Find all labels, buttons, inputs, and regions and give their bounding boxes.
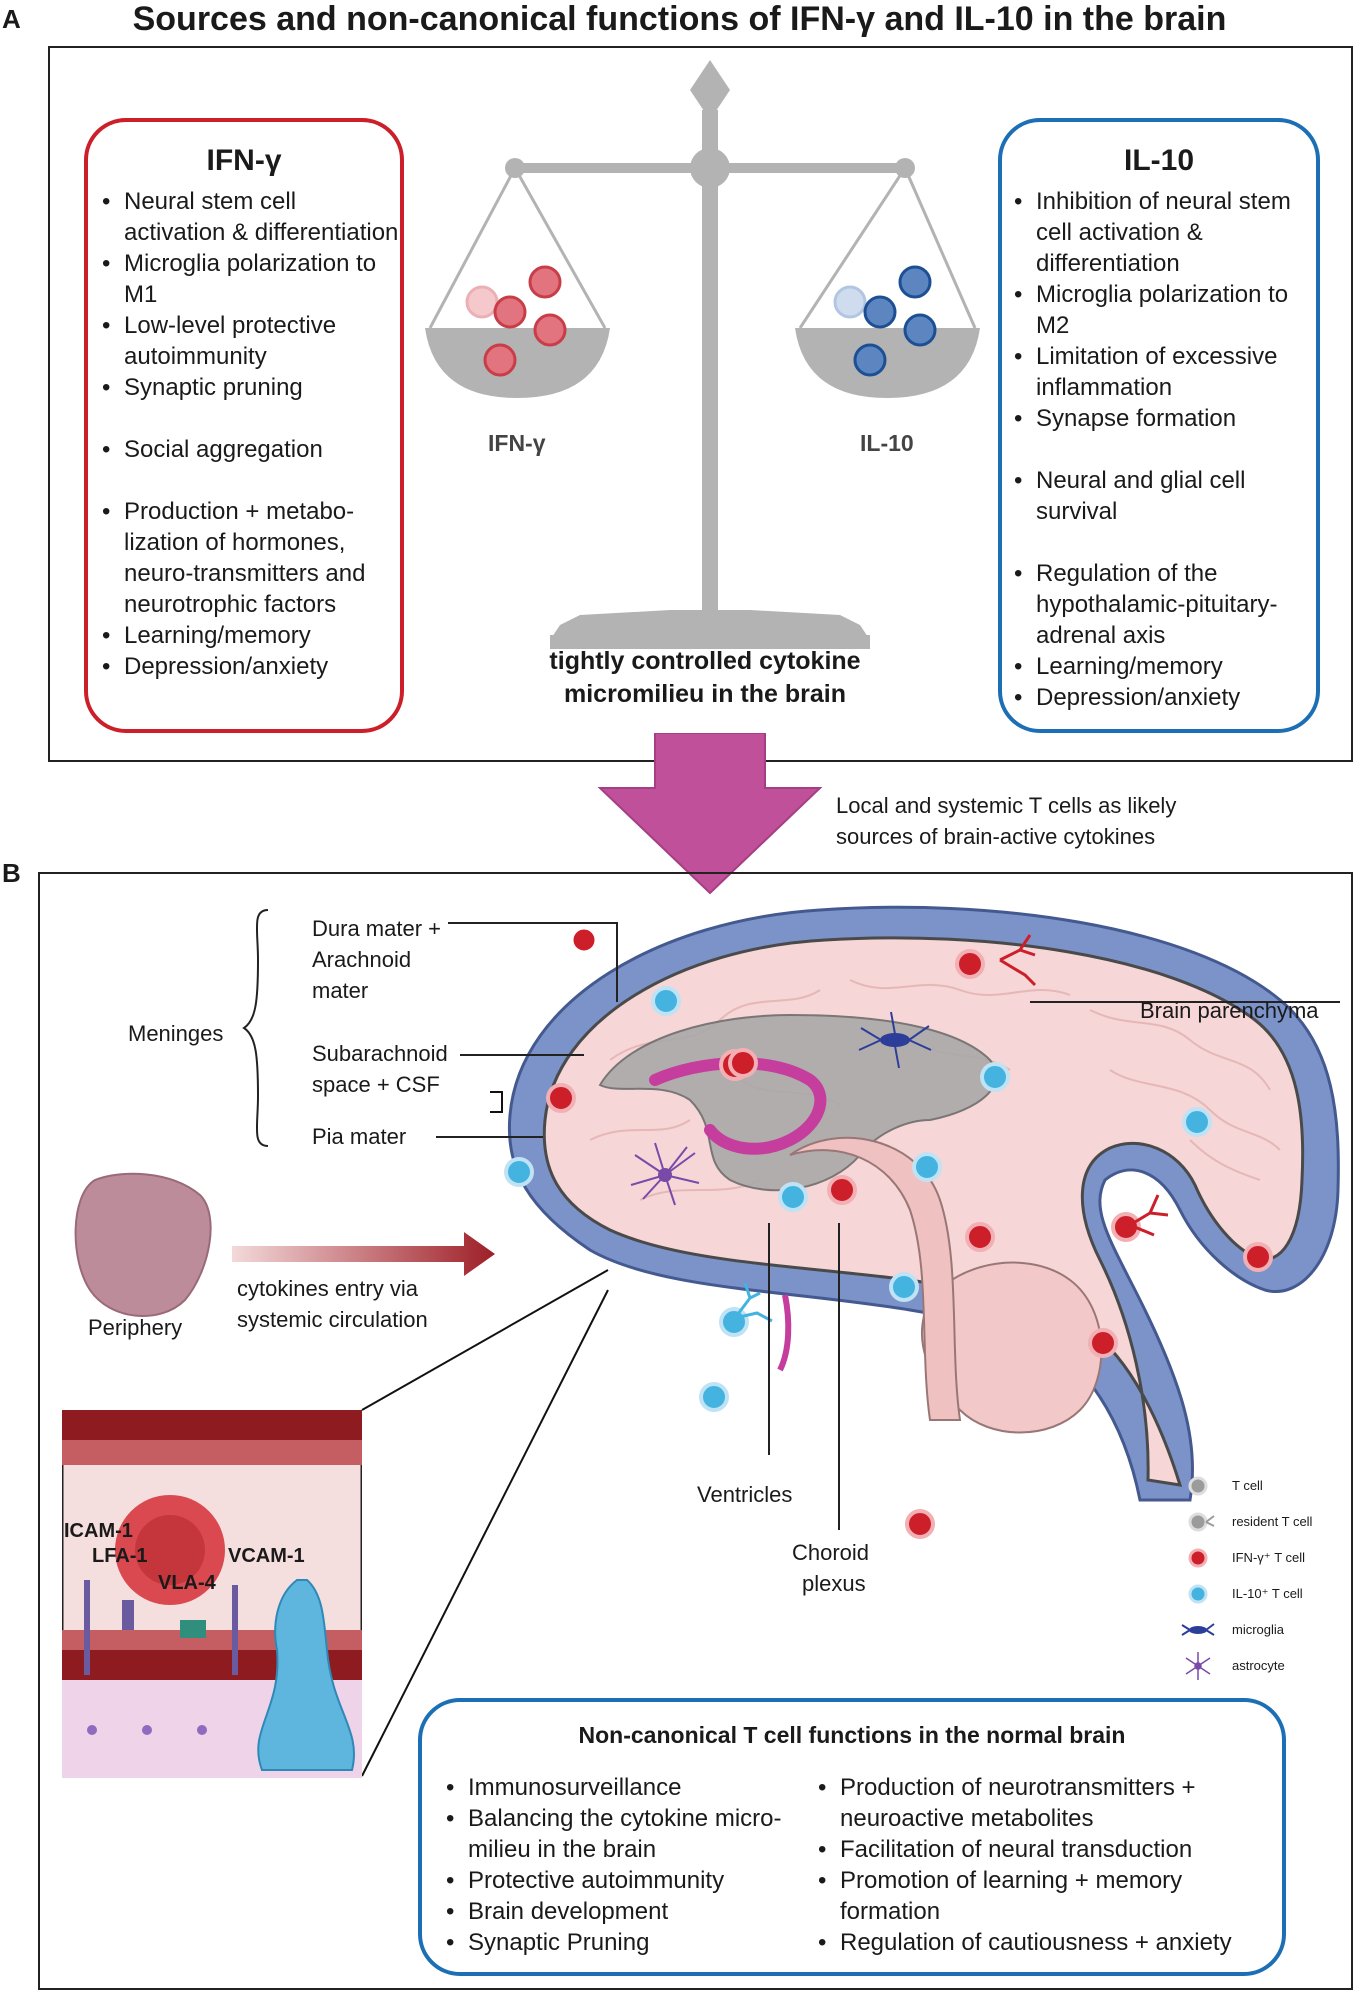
ifn-gamma-t-cells-icon (719, 1049, 751, 1081)
figure-title: Sources and non-canonical functions of I… (132, 0, 1227, 38)
list-item: Balancing the cytokine micro-milieu in t… (442, 1803, 792, 1865)
astrocyte-endfeet-icon (87, 1725, 207, 1735)
downward-arrow-icon (597, 733, 823, 895)
ifn-gamma-list: Neural stem cell activation & differenti… (88, 186, 400, 682)
meninges-label: Meninges (128, 1021, 224, 1046)
parenchyma-label: Brain parenchyma (1140, 998, 1319, 1023)
dura-label: Dura mater + (312, 916, 441, 941)
vla-label: VLA-4 (158, 1572, 216, 1594)
legend-astrocyte: astrocyte (1232, 1658, 1285, 1673)
scale-left-label: IFN-γ (488, 430, 546, 456)
resident-t-cell-icon (1188, 1512, 1208, 1532)
t-cell-functions-box: Non-canonical T cell functions in the no… (418, 1698, 1286, 1976)
list-item: Neural and glial cell survival (1006, 465, 1316, 527)
t-cell-icon (1188, 1476, 1208, 1496)
entry-label-1: cytokines entry via (237, 1276, 418, 1301)
blood-vessel-inset (62, 1410, 362, 1778)
zoom-box (490, 1091, 503, 1113)
list-item: Promotion of learning + memory formation (814, 1865, 1254, 1927)
legend-resident-t-cell: resident T cell (1232, 1514, 1313, 1529)
legend-icons (1181, 1476, 1215, 1680)
panel-b-letter: B (2, 858, 21, 888)
arrow-caption: Local and systemic T cells as likely sou… (836, 790, 1176, 852)
scale-caption: tightly controlled cytokine micromilieu … (470, 645, 940, 711)
functions-title: Non-canonical T cell functions in the no… (578, 1722, 1126, 1748)
list-item: Low-level protective autoimmunity (94, 310, 400, 372)
arachnoid-label-1: Arachnoid (312, 947, 412, 972)
il10-heading: IL-10 (1123, 144, 1195, 177)
right-scale-pan (795, 328, 980, 398)
list-item: Learning/memory (94, 620, 400, 651)
list-item: Brain development (442, 1896, 792, 1927)
scale-pivot-icon (690, 148, 730, 188)
arrow-caption-line1: Local and systemic T cells as likely (836, 793, 1177, 818)
il10-list: Inhibition of neural stem cell activatio… (1002, 186, 1316, 713)
subarachnoid-label-2: space + CSF (312, 1072, 440, 1097)
ifn-gamma-heading: IFN-γ (206, 144, 282, 177)
choroid-label-2: plexus (802, 1571, 866, 1596)
il10-t-cell-icon (1188, 1584, 1208, 1604)
ventricles-label: Ventricles (697, 1482, 793, 1507)
il10-box: IL-10 Inhibition of neural stem cell act… (998, 118, 1320, 733)
legend-microglia: microglia (1232, 1622, 1285, 1637)
panel-b-frame (38, 872, 1353, 1990)
arrow-caption-line2: sources of brain-active cytokines (836, 824, 1156, 849)
ifn-t-cells (570, 926, 598, 954)
list-item: Synapse formation (1006, 403, 1316, 434)
scale-base (550, 610, 870, 640)
list-item: Limitation of excessive inflammation (1006, 341, 1316, 403)
list-item: Immunosurveillance (442, 1772, 792, 1803)
legend-t-cell: T cell (1232, 1478, 1263, 1493)
list-item: Protective autoimmunity (442, 1865, 792, 1896)
icam-label: ICAM-1 (64, 1520, 133, 1542)
balance-scale-illustration (425, 60, 980, 649)
legend-ifn-t-cell: IFN-γ⁺ T cell (1232, 1550, 1306, 1565)
vcam-label: VCAM-1 (228, 1545, 305, 1567)
il10-cells-icon (833, 265, 937, 377)
list-item: Social aggregation (94, 434, 400, 465)
left-scale-pan (425, 328, 610, 398)
functions-right-list: Production of neurotransmitters + neuroa… (814, 1772, 1254, 1958)
list-item: Facilitation of neural transduction (814, 1834, 1254, 1865)
scale-caption-line2: micromilieu in the brain (564, 680, 846, 708)
list-item: Synaptic Pruning (442, 1927, 792, 1958)
ifn-gamma-box: IFN-γ Neural stem cell activation & diff… (84, 118, 404, 733)
choroid-label-1: Choroid (792, 1540, 870, 1565)
brain-sagittal-illustration (490, 905, 1340, 1502)
list-item: Production + metabo-lization of hormones… (94, 496, 400, 620)
scale-pole (702, 110, 718, 640)
list-item: Synaptic pruning (94, 372, 400, 403)
legend-il10-t-cell: IL-10⁺ T cell (1232, 1586, 1303, 1601)
functions-left-list: Immunosurveillance Balancing the cytokin… (442, 1772, 792, 1958)
ifn-cells-icon (465, 265, 567, 377)
ifn-t-cell-icon (1188, 1548, 1208, 1568)
arachnoid-label-2: mater (312, 978, 369, 1003)
list-item: Neural stem cell activation & differenti… (94, 186, 400, 248)
entry-label-2: systemic circulation (237, 1307, 428, 1332)
il10-t-cell-inset-icon (257, 1579, 355, 1771)
microglia-icon (1181, 1623, 1215, 1636)
list-item: Depression/anxiety (1006, 682, 1316, 713)
pia-label: Pia mater (312, 1124, 407, 1149)
list-item: Production of neurotransmitters + neuroa… (814, 1772, 1254, 1834)
adhesion-molecules-icon (84, 1580, 238, 1675)
panel-a-letter: A (2, 4, 21, 34)
lfa-label: LFA-1 (92, 1545, 148, 1567)
list-item: Learning/memory (1006, 651, 1316, 682)
list-item: Regulation of cautiousness + anxiety (814, 1927, 1254, 1958)
list-item: Depression/anxiety (94, 651, 400, 682)
astrocyte-icon (1185, 1652, 1211, 1680)
periphery-label: Periphery (88, 1315, 183, 1340)
list-item: Regulation of the hypothalamic-pituitary… (1006, 558, 1316, 651)
brainstem-shape (789, 1136, 962, 1421)
scale-top-diamond-icon (690, 60, 730, 120)
list-item: Inhibition of neural stem cell activatio… (1006, 186, 1316, 279)
list-item: Microglia polarization to M2 (1006, 279, 1316, 341)
scale-caption-line1: tightly controlled cytokine (549, 647, 861, 675)
list-item: Microglia polarization to M1 (94, 248, 400, 310)
subarachnoid-label-1: Subarachnoid (312, 1041, 448, 1066)
scale-right-label: IL-10 (860, 430, 914, 456)
